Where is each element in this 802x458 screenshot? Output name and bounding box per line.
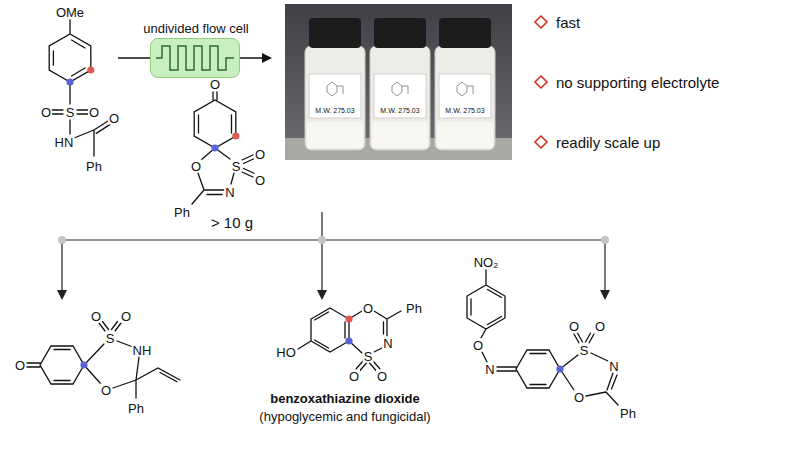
oxime-ether-bonds (467, 270, 618, 405)
atom-label: O (594, 320, 606, 333)
feature-text: fast (556, 15, 580, 30)
atom-label: O (100, 384, 112, 397)
product-bonds (192, 92, 255, 204)
vial-cap (309, 18, 361, 48)
atom-label: N (484, 363, 495, 376)
atom-label: S (231, 160, 242, 173)
branch-lines (62, 212, 605, 292)
atom-label: Ph (173, 206, 191, 219)
bullet-diamond (535, 16, 547, 28)
vial-cap (439, 18, 491, 48)
atom-label: O (568, 320, 580, 333)
label-sketch (392, 82, 408, 96)
branch-dot (318, 236, 326, 244)
red-marker (345, 315, 352, 322)
vial (305, 18, 365, 150)
yield-note: > 10 g (210, 215, 254, 230)
blue-marker (211, 144, 218, 151)
label-sketch (457, 82, 473, 96)
starting-material-bonds (49, 20, 110, 156)
atom-label: O (190, 160, 202, 173)
atom-label: S (105, 332, 116, 345)
atom-label: O (90, 310, 102, 323)
benzoxathiazine-bonds (298, 308, 401, 371)
atom-label: O (108, 112, 120, 125)
atom-label: Ph (85, 160, 103, 173)
compound-name: benzoxathiazine dioxide (269, 392, 421, 405)
vial-label (439, 74, 491, 118)
feature-text: readily scale up (556, 135, 660, 150)
photo-ground (285, 4, 512, 160)
red-marker (87, 66, 94, 73)
bullet-diamond (535, 76, 547, 88)
atom-label: Ph (619, 407, 637, 420)
atom-label: O (40, 106, 52, 119)
label-sketch (327, 82, 343, 96)
atom-label: NH (132, 344, 153, 357)
branch-tree (57, 212, 610, 300)
blue-marker (345, 337, 352, 344)
atom-label: O (362, 302, 374, 315)
vial-cap (374, 18, 426, 48)
atom-label: N (608, 360, 619, 373)
vial-text: M.W. 275.03 (445, 107, 484, 114)
spiro-amine-bonds (27, 322, 180, 399)
vials-photo (285, 4, 512, 160)
atom-label: S (579, 344, 590, 357)
device-label: undivided flow cell (143, 22, 249, 35)
atom-label: O (376, 370, 388, 383)
atom-label: HO (275, 346, 297, 359)
powder (307, 122, 363, 148)
atom-label: O (209, 78, 221, 91)
blue-marker (80, 361, 87, 368)
feature-text: no supporting electrolyte (556, 75, 719, 90)
vial-label (309, 74, 361, 118)
atom-label: S (65, 106, 76, 119)
vial-text: M.W. 275.03 (315, 107, 354, 114)
branch-heads (57, 290, 610, 300)
vial-body (370, 46, 430, 150)
atom-label: O (14, 359, 26, 372)
flow-cell-box: undivided flow cell (150, 38, 240, 78)
branch-dot (58, 236, 66, 244)
atom-label: O (120, 310, 132, 323)
blue-marker (556, 365, 563, 372)
atom-label: O (88, 106, 100, 119)
powder (437, 122, 493, 148)
powder (372, 122, 428, 148)
vial (435, 18, 495, 150)
bullet-diamond (535, 136, 547, 148)
atom-label: Ph (127, 402, 145, 415)
atom-label: OMe (55, 6, 85, 19)
atom-label: N (382, 337, 393, 350)
vial-body (435, 46, 495, 150)
vial-body (305, 46, 365, 150)
atom-label: S (363, 350, 374, 363)
atom-label: N (224, 186, 235, 199)
atom-label: HN (54, 136, 75, 149)
vial (370, 18, 430, 150)
compound-note: (hypoglycemic and fungicidal) (258, 410, 431, 423)
atom-label: O (472, 339, 484, 352)
red-marker (232, 132, 239, 139)
blue-marker (66, 78, 73, 85)
vial-label (374, 74, 426, 118)
bullet-diamonds (535, 16, 547, 148)
branch-dot (601, 236, 609, 244)
atom-markers (66, 66, 563, 372)
arrow-head (262, 53, 272, 63)
vial-text: M.W. 275.03 (380, 107, 419, 114)
atom-label: O (573, 391, 585, 404)
bonds (27, 20, 618, 405)
atom-label: NO₂ (473, 256, 500, 269)
atom-label: O (254, 148, 266, 161)
atom-label: Ph (405, 302, 423, 315)
atom-label: O (254, 174, 266, 187)
atom-label: O (348, 370, 360, 383)
